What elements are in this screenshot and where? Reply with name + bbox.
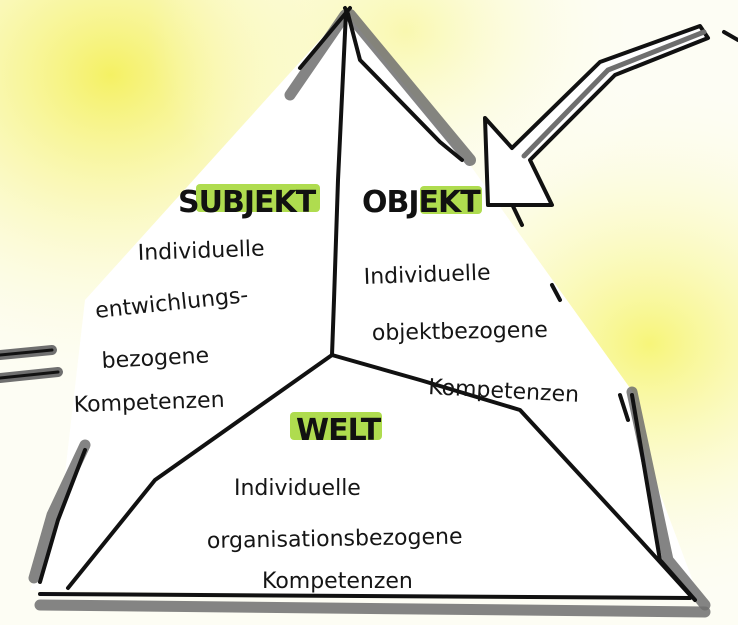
pyramid-body bbox=[30, 12, 700, 600]
object-title: OBJEKT bbox=[362, 185, 481, 220]
object-line-2: objektbezogene bbox=[372, 318, 548, 346]
subject-line-1: Individuelle bbox=[137, 237, 265, 266]
pyramid-shadow bbox=[28, 9, 711, 618]
world-line-3: Kompetenzen bbox=[262, 569, 413, 594]
subject-title: SUBJEKT bbox=[178, 185, 317, 220]
subject-line-3: bezogene bbox=[101, 343, 210, 374]
world-line-1: Individuelle bbox=[234, 476, 361, 501]
equals-icon bbox=[0, 345, 63, 383]
world-highlight bbox=[290, 412, 382, 440]
world-title: WELT bbox=[296, 413, 382, 448]
object-highlight bbox=[420, 186, 482, 214]
object-line-1: Individuelle bbox=[363, 261, 491, 290]
world-line-2: organisationsbezogene bbox=[207, 525, 463, 554]
pyramid-edges bbox=[38, 6, 697, 602]
subject-line-4: Kompetenzen bbox=[73, 388, 225, 418]
subject-highlight bbox=[196, 184, 320, 212]
arrow-icon bbox=[483, 24, 738, 207]
